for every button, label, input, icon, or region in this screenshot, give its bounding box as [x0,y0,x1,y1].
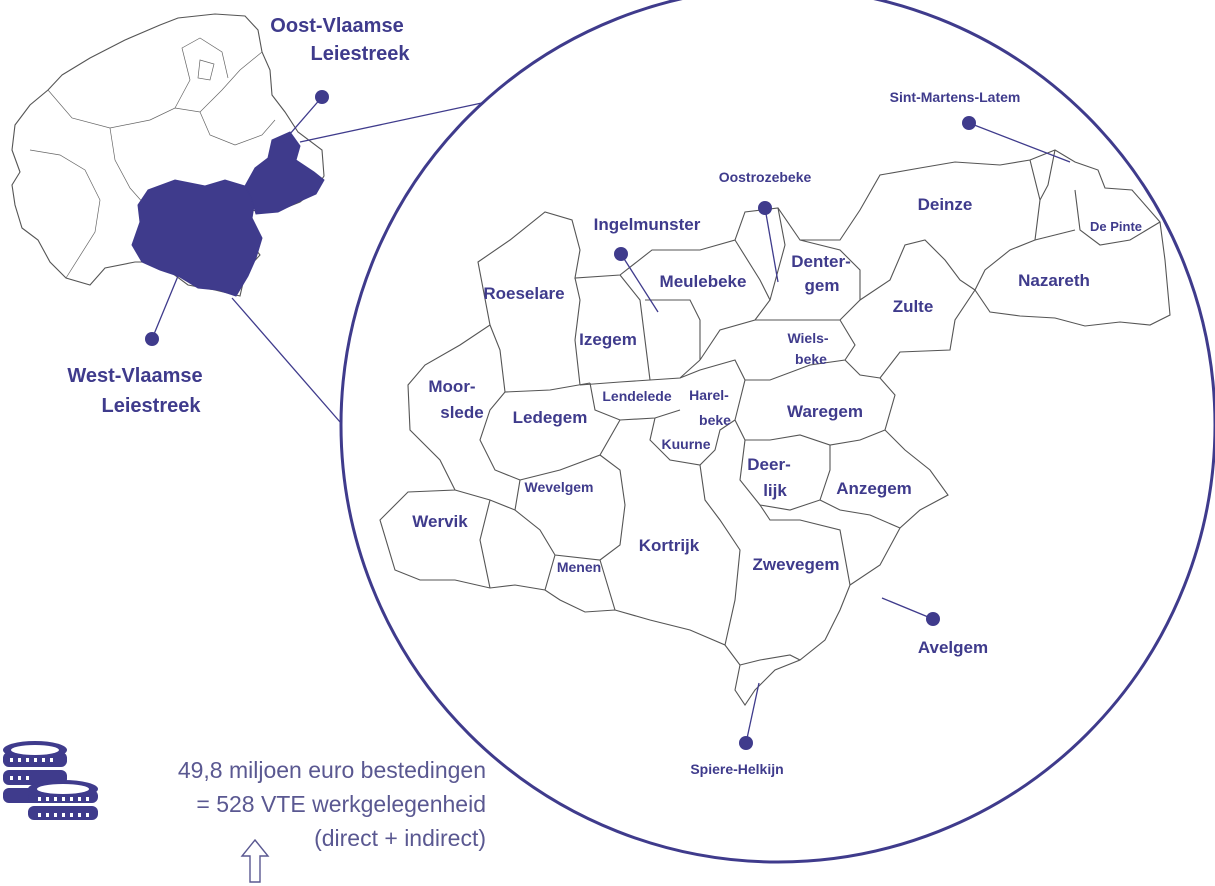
label-menen: Menen [557,559,601,575]
oost-vlaamse-label-line1: Oost-Vlaamse [270,15,403,37]
label-harelbeke-line2: beke [699,412,731,428]
label-lendelede: Lendelede [602,388,671,404]
label-avelgem: Avelgem [918,638,988,657]
border-deerlijk [739,439,831,511]
border-wielsbeke [745,319,856,381]
coins-icon [3,741,98,820]
label-kuurne: Kuurne [662,436,711,452]
border-deinze-nazareth [974,159,1041,291]
stat-employment: = 528 VTE werkgelegenheid [196,791,486,817]
spiere-helkijn-leader [745,682,760,744]
label-dentergem-line2: gem [805,276,840,295]
oost-vlaamse-label-line2: Leiestreek [311,43,411,65]
border-de-pinte [1039,149,1161,246]
border-meulebeke-oostrozebeke [699,239,771,361]
border-roeselare-izegem [574,277,581,386]
oostrozebeke-marker [758,201,772,215]
oost-vlaamse-leader-line [282,96,323,143]
spiere-helkijn-marker [739,736,753,750]
border-menen-kortrijk [544,554,616,611]
border-harelbeke-waregem [679,359,746,441]
overview-inner-border-5 [29,149,101,279]
oost-vlaamse-marker [315,90,329,104]
sint-martens-latem-marker [962,116,976,130]
label-roeselare: Roeselare [483,284,564,303]
border-zwevegem-east [759,504,851,586]
overview-map [11,13,325,297]
municipal-borders [454,149,1161,666]
border-ledegem-kortrijk [519,419,621,481]
label-wevelgem: Wevelgem [525,479,594,495]
detail-map [379,149,1171,706]
municipality-labels: Sint-Martens-Latem Oostrozebeke Ingelmun… [412,89,1142,777]
label-nazareth: Nazareth [1018,271,1090,290]
sint-martens-latem-leader [968,122,1071,163]
border-zulte-waregem [844,359,881,379]
border-ingelmunster-meulebeke [645,299,701,360]
oost-vlaamse-leiestreek-region [244,131,325,215]
border-dentergem-zulte [799,239,861,321]
avelgem-leader [881,597,934,620]
label-dentergem-line1: Denter- [791,252,851,271]
avelgem-marker [926,612,940,626]
label-moorslede-line1: Moor- [428,377,475,396]
label-wielsbeke-line1: Wiels- [787,330,828,346]
detail-markers [614,116,1071,750]
label-moorslede-line2: slede [440,403,483,422]
oostrozebeke-leader [764,207,779,283]
label-deinze: Deinze [918,195,973,214]
border-spiere [739,654,801,666]
ingelmunster-leader [620,253,659,313]
label-anzegem: Anzegem [836,479,912,498]
border-dentergem [769,207,786,301]
border-waregem-south [745,429,886,446]
stat-direct-indirect: (direct + indirect) [314,825,486,851]
arrow-up-icon [240,838,270,883]
overview-inner-border-6 [197,59,215,81]
label-sint-martens-latem: Sint-Martens-Latem [890,89,1021,105]
label-harelbeke-line1: Harel- [689,387,729,403]
label-spiere-helkijn: Spiere-Helkijn [690,761,783,777]
label-wielsbeke-line2: beke [795,351,827,367]
ingelmunster-marker [614,247,628,261]
label-deerlijk-line1: Deer- [747,455,790,474]
west-vlaamse-leiestreek-region [131,179,263,297]
label-zwevegem: Zwevegem [753,555,840,574]
west-vlaamse-label-line1: West-Vlaamse [67,365,202,387]
border-kortrijk-zwevegem [699,464,741,646]
label-ingelmunster: Ingelmunster [594,215,701,234]
label-zulte: Zulte [893,297,934,316]
zoom-connector-top [299,97,506,143]
west-vlaamse-leader-line [151,275,179,340]
label-oostrozebeke: Oostrozebeke [719,169,812,185]
label-ledegem: Ledegem [513,408,588,427]
west-vlaamse-label-line2: Leiestreek [102,395,202,417]
overview-inner-border-2 [109,127,146,206]
label-waregem: Waregem [787,402,863,421]
overview-inner-border-4 [199,111,276,146]
border-izegem-lendelede [579,359,701,386]
west-vlaamse-marker [145,332,159,346]
flanders-outline [11,13,325,297]
border-wervik-menen [479,499,491,589]
border-deinze-zulte [859,239,976,301]
label-deerlijk-line2: lijk [763,481,787,500]
stat-spending: 49,8 miljoen euro bestedingen [178,757,486,783]
label-wervik: Wervik [412,512,468,531]
border-moorslede-ledegem [479,391,521,481]
border-nazareth-de-pinte [1034,229,1076,241]
label-kortrijk: Kortrijk [639,536,700,555]
border-anzegem [819,499,901,529]
border-izegem-ingelmunster [619,274,651,381]
overview-inner-border-3 [174,37,229,109]
label-izegem: Izegem [579,330,637,349]
label-meulebeke: Meulebeke [660,272,747,291]
zoom-connector-bottom [231,297,348,431]
label-de-pinte: De Pinte [1090,219,1142,234]
